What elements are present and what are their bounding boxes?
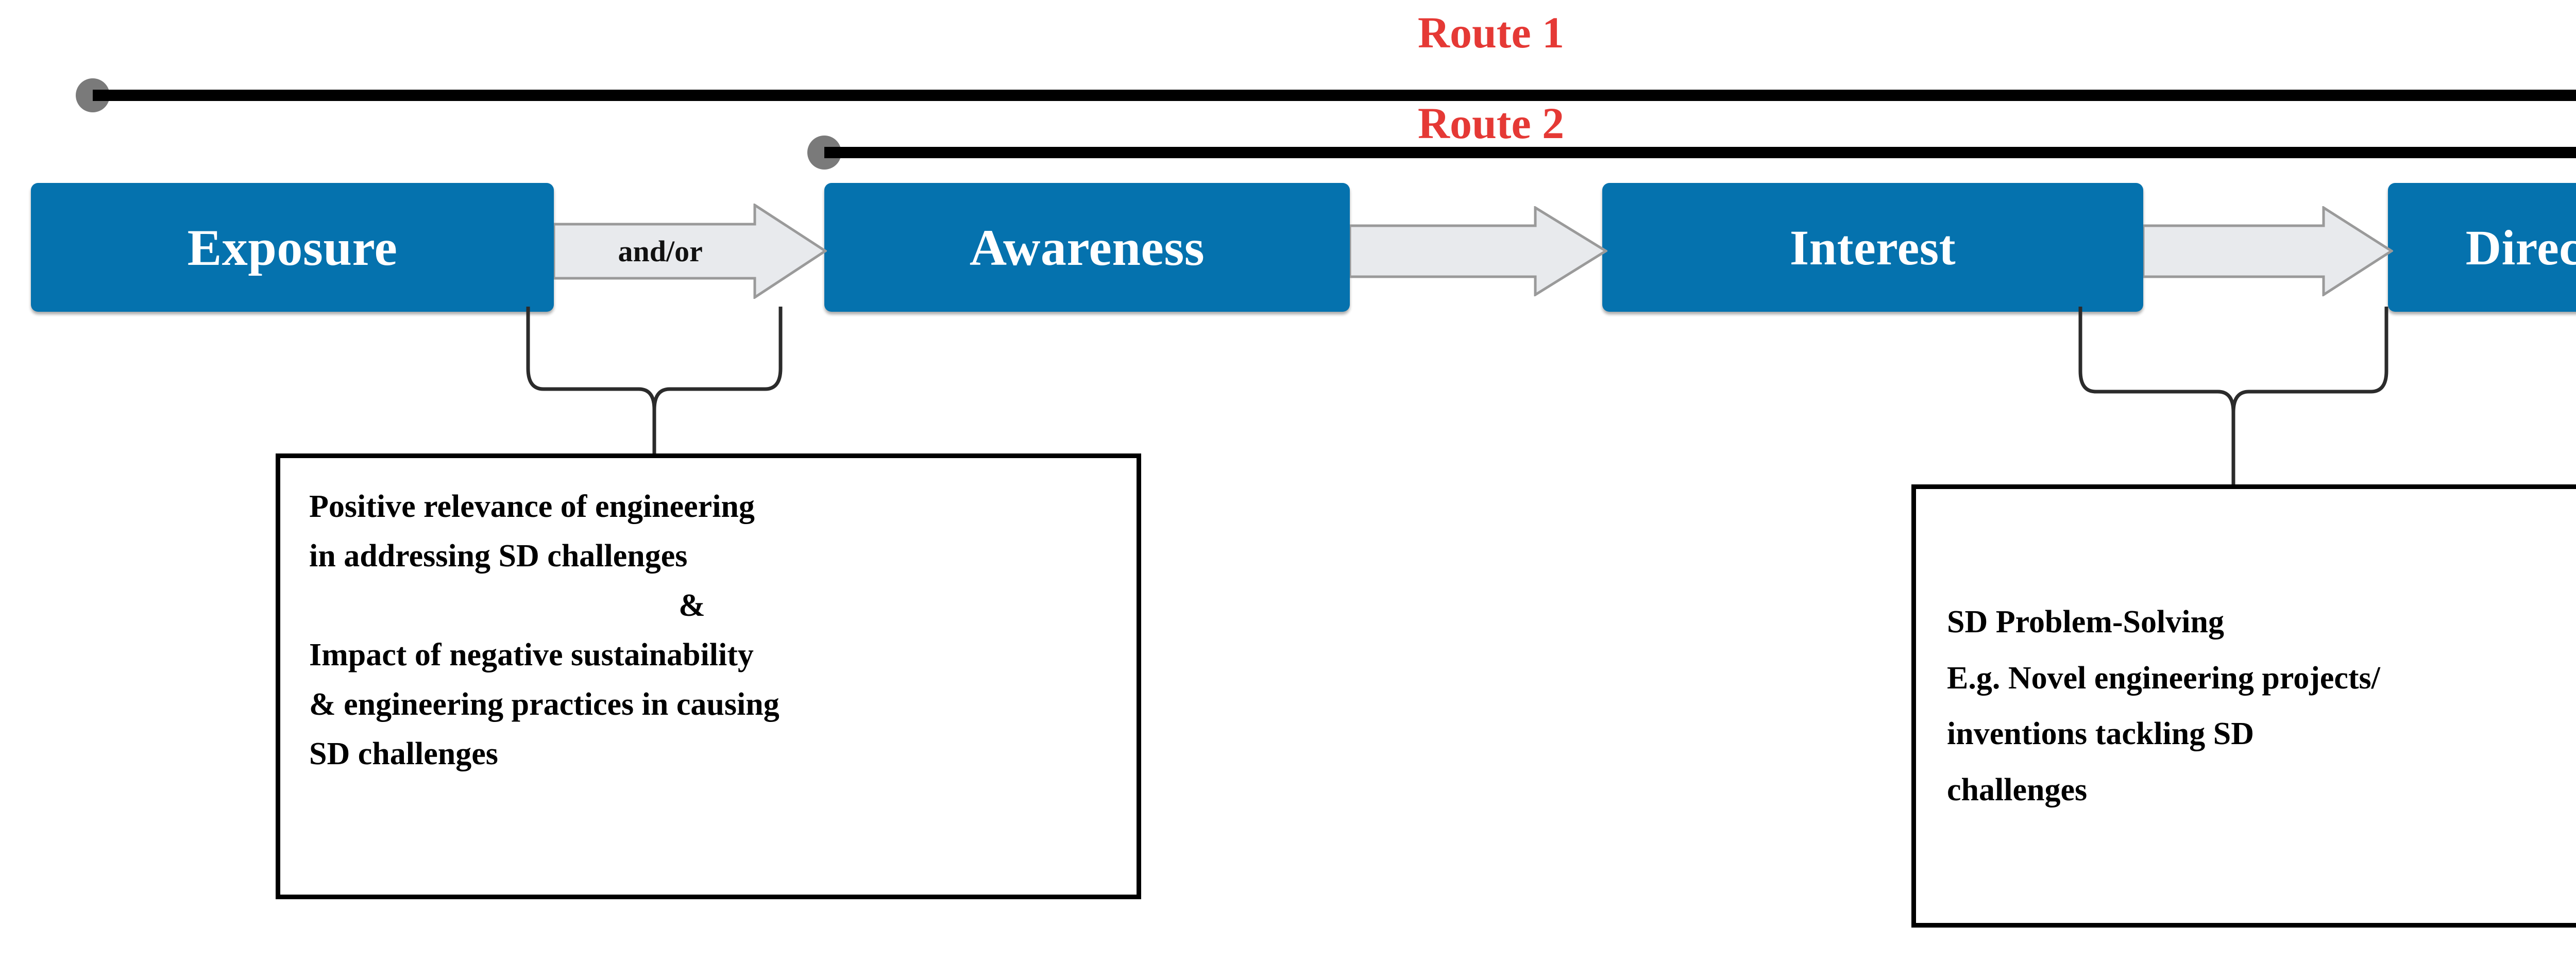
connector-arrow-interest-to-direct-involvement — [2143, 206, 2393, 296]
brace-connector-right — [2007, 307, 2561, 492]
route-1-label: Route 1 — [1417, 8, 1565, 57]
curly-brace-down-icon — [526, 307, 783, 461]
annotation-left-line-5: & engineering practices in causing — [309, 687, 779, 722]
block-arrow-right-icon — [2143, 206, 2393, 296]
connector-arrow-awareness-to-interest — [1350, 206, 1607, 296]
annotation-right-line-2: E.g. Novel engineering projects/ — [1947, 660, 2380, 696]
annotation-left-line-4: Impact of negative sustainability — [309, 637, 754, 673]
annotation-right-line-1: SD Problem-Solving — [1947, 604, 2224, 640]
stage-box-direct-involvement[interactable]: Direct Involvement — [2388, 183, 2576, 312]
annotation-box-right: SD Problem-Solving E.g. Novel engineerin… — [1911, 484, 2576, 928]
stage-box-awareness[interactable]: Awareness — [824, 183, 1350, 312]
block-arrow-right-icon — [1350, 206, 1607, 296]
annotation-left-content: Positive relevance of engineering in add… — [280, 458, 1137, 895]
annotation-right-line-3: inventions tackling SD — [1947, 716, 2255, 751]
stage-box-exposure[interactable]: Exposure — [31, 183, 554, 312]
route-2-label: Route 2 — [1417, 98, 1565, 148]
annotation-right-content: SD Problem-Solving E.g. Novel engineerin… — [1916, 489, 2576, 923]
brace-connector-left — [397, 307, 912, 461]
annotation-left-line-3: & — [679, 588, 705, 624]
connector-label-and-or: and/or — [618, 234, 703, 268]
annotation-left-line-2: in addressing SD challenges — [309, 539, 688, 574]
connector-arrow-exposure-to-awareness: and/or — [554, 204, 827, 299]
block-arrow-right-icon — [554, 204, 827, 299]
curly-brace-down-icon — [2078, 307, 2388, 492]
annotation-box-left: Positive relevance of engineering in add… — [276, 453, 1141, 899]
annotation-left-line-6: SD challenges — [309, 736, 498, 772]
annotation-right-line-4: challenges — [1947, 772, 2088, 807]
annotation-left-line-1: Positive relevance of engineering — [309, 489, 755, 524]
stage-box-interest[interactable]: Interest — [1602, 183, 2143, 312]
